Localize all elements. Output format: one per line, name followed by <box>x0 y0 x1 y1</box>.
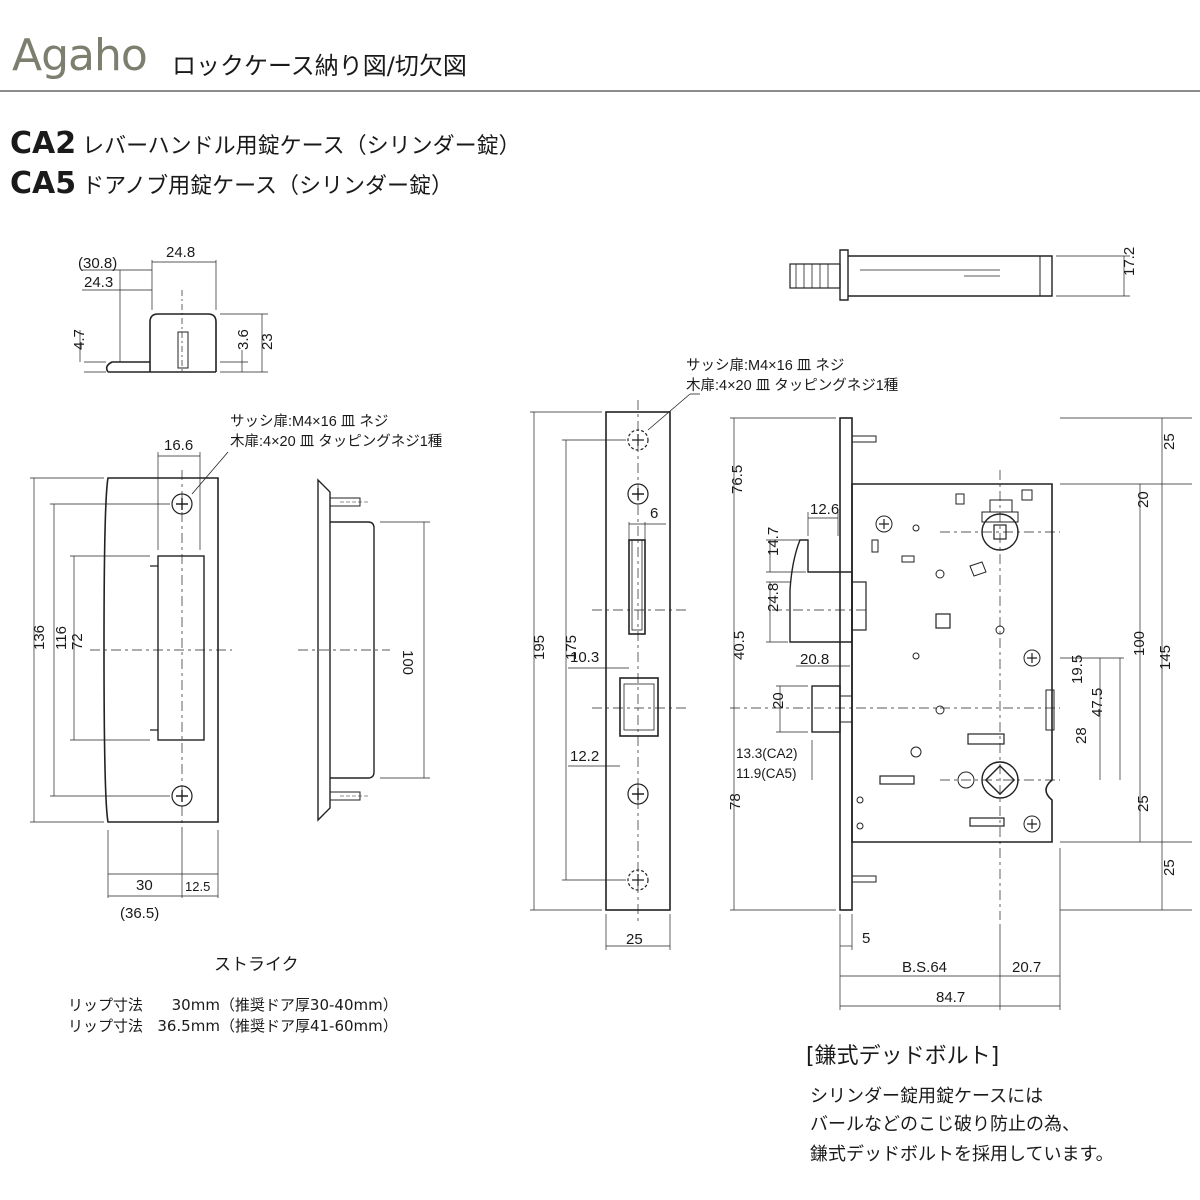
lip-value: 30mm（推奨ドア厚30-40mm） <box>171 996 398 1014</box>
product-code: CA5 <box>10 166 77 201</box>
dim-label: 195 <box>531 635 548 660</box>
dim-label: 12.6 <box>810 501 839 518</box>
lip-spec-row: リップ寸法 36.5mm（推奨ドア厚41-60mm） <box>68 1015 398 1036</box>
dim-label: 11.9(CA5) <box>736 766 797 781</box>
strike-section <box>298 478 390 822</box>
strike-front <box>90 470 232 830</box>
lockcase-dims <box>730 417 1192 1010</box>
dim-label: 175 <box>563 635 580 660</box>
page-title: ロックケース納り図/切欠図 <box>172 52 467 80</box>
dim-label: 5 <box>862 930 870 947</box>
strike-side-dims <box>79 260 268 373</box>
dim-label: 78 <box>727 793 744 810</box>
lip-label: リップ寸法 <box>68 1017 144 1035</box>
product-code: CA2 <box>10 126 77 161</box>
faceplate-screw-note-1: サッシ扉:M4×16 皿 ネジ <box>686 357 844 374</box>
lockcase-top-view <box>789 249 1130 301</box>
dim-label: 4.7 <box>71 329 88 350</box>
faceplate-front <box>592 400 690 922</box>
strike-section-dims <box>380 521 430 779</box>
strike-side-profile <box>105 290 217 373</box>
lip-spec-row: リップ寸法 30mm（推奨ドア厚30-40mm） <box>68 994 398 1015</box>
strike-front-dims <box>30 452 219 898</box>
deadbolt-text: シリンダー錠用錠ケースには <box>810 1086 1044 1107</box>
dim-label: 30 <box>136 877 153 894</box>
dim-label: 40.5 <box>731 631 748 660</box>
dim-label: 72 <box>69 633 86 650</box>
dim-label: 12.5 <box>185 879 210 894</box>
dim-label: 100 <box>1131 631 1148 656</box>
dim-label: 23 <box>259 333 276 350</box>
dim-label: 20 <box>770 692 787 709</box>
dim-label: 100 <box>399 650 416 675</box>
dim-label: 116 <box>53 626 70 650</box>
dim-label: 20.8 <box>800 651 829 668</box>
strike-caption: ストライク <box>214 955 299 975</box>
dim-label: 6 <box>650 505 658 522</box>
deadbolt-text: バールなどのこじ破り防止の為、 <box>810 1114 1080 1135</box>
strike-screw-note-1: サッシ扉:M4×16 皿 ネジ <box>230 413 388 430</box>
dim-label: 24.8 <box>765 583 782 612</box>
dim-label: 25 <box>1161 859 1178 876</box>
deadbolt-title: [鎌式デッドボルト] <box>806 1044 1000 1069</box>
dim-label: 136 <box>31 625 48 650</box>
brand-logo: Agaho <box>12 30 148 81</box>
dim-label: 76.5 <box>729 465 746 494</box>
dim-label: 25 <box>1135 795 1152 812</box>
header-divider <box>0 90 1200 92</box>
deadbolt-text: 鎌式デッドボルトを採用しています。 <box>810 1144 1114 1165</box>
dim-label: 24.3 <box>84 274 113 291</box>
dim-label: 12.2 <box>570 748 599 765</box>
dim-label: 10.3 <box>570 649 599 666</box>
dim-label: 19.5 <box>1069 655 1086 684</box>
dim-label: (36.5) <box>120 905 159 922</box>
dim-label: 84.7 <box>936 989 965 1006</box>
lip-value: 36.5mm（推奨ドア厚41-60mm） <box>157 1017 398 1035</box>
strike-note-leader <box>191 451 229 495</box>
product-description: レバーハンドル用錠ケース（シリンダー錠） <box>82 134 521 159</box>
dim-label: 14.7 <box>765 527 782 556</box>
dim-label: (30.8) <box>78 255 117 272</box>
lip-label: リップ寸法 <box>68 996 144 1014</box>
dim-label: 3.6 <box>235 329 252 350</box>
dim-label: 16.6 <box>164 437 193 454</box>
dim-label: B.S.64 <box>902 959 947 976</box>
product-description: ドアノブ用錠ケース（シリンダー錠） <box>82 174 454 199</box>
dim-label: 28 <box>1073 727 1090 744</box>
dim-label: 13.3(CA2) <box>736 746 798 761</box>
dim-label: 20 <box>1135 491 1152 508</box>
dim-label: 145 <box>1157 645 1174 670</box>
strike-screw-note-2: 木扉:4×20 皿 タッピングネジ1種 <box>230 433 442 450</box>
faceplate-screw-note-2: 木扉:4×20 皿 タッピングネジ1種 <box>686 377 898 394</box>
dimension-labels: 24.8 (30.8) 24.3 4.7 3.6 23 16.6 136 116… <box>31 244 1178 1006</box>
lockcase-front <box>730 417 1060 920</box>
dim-label: 47.5 <box>1089 688 1106 717</box>
faceplate-dims <box>530 411 671 950</box>
dim-label: 25 <box>1161 433 1178 450</box>
dim-label: 17.2 <box>1121 247 1138 276</box>
dim-label: 25 <box>626 931 643 948</box>
faceplate-note-leader <box>647 393 691 431</box>
dim-label: 24.8 <box>166 244 195 261</box>
dim-label: 20.7 <box>1012 959 1041 976</box>
